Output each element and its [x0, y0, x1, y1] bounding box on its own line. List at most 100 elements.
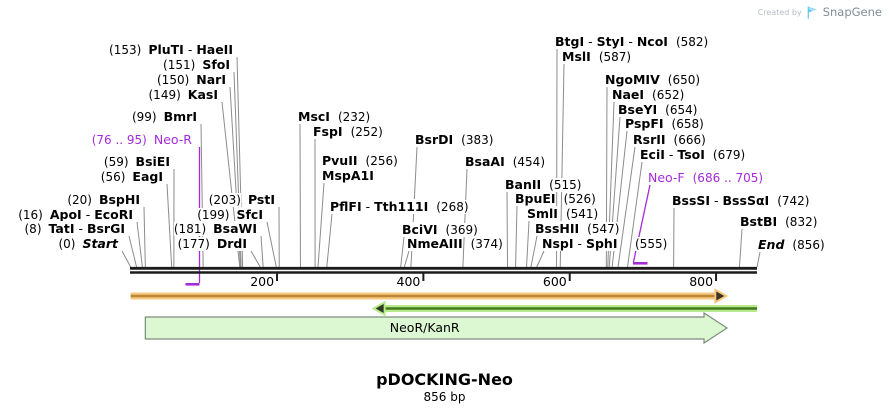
site-name: PluTI - HaeII: [148, 42, 233, 57]
leader-line: [738, 228, 743, 268]
site-label-psti: (203) PstI: [208, 192, 275, 207]
site-position: (203): [208, 193, 241, 207]
site-position: (268): [436, 200, 469, 214]
leader-line: [506, 191, 509, 268]
site-name: NgoMIV: [605, 72, 660, 87]
site-name: EagI: [132, 169, 163, 184]
leader-line: [403, 250, 410, 268]
site-position: (547): [587, 222, 620, 236]
orf-arrowhead-forward: [714, 288, 729, 304]
site-name: BanII: [505, 177, 542, 192]
site-position: (16): [18, 208, 43, 222]
site-position: (666): [673, 133, 706, 147]
site-name: SfoI: [202, 57, 230, 72]
site-name: BciVI: [402, 222, 438, 237]
site-position: (59): [103, 155, 129, 169]
leader-line: [136, 221, 143, 268]
site-name: PstI: [247, 192, 275, 207]
leader-line: [166, 183, 173, 268]
site-label-bmri: (99) BmrI: [131, 109, 197, 124]
site-label-naei: NaeI(652): [612, 87, 685, 102]
site-name: NarI: [196, 72, 226, 87]
site-name: PspFI: [625, 116, 664, 131]
leader-line: [250, 250, 261, 268]
leader-line: [143, 206, 146, 268]
site-label-bsawi: (181)BsaWI: [173, 221, 257, 236]
orf-arrowhead-reverse: [371, 300, 386, 317]
axis-tick-label: 400: [396, 274, 421, 289]
leader-line: [617, 146, 636, 268]
site-position: (199): [197, 208, 230, 222]
leader-line: [121, 250, 132, 268]
site-name: BsrDI: [415, 132, 454, 147]
site-position: (232): [337, 110, 371, 124]
site-position: (99): [131, 110, 157, 124]
site-label-bcivi: BciVI (369): [402, 222, 478, 237]
site-name: End: [758, 237, 785, 252]
watermark-created-by-text: Created by: [757, 7, 802, 17]
watermark-brand-text: SnapGene: [822, 5, 882, 19]
leader-line: [530, 235, 538, 268]
site-name: FspI: [313, 124, 343, 139]
leader-line: [462, 168, 468, 268]
site-position: (76 .. 95): [91, 133, 147, 147]
axis-tick-label: 200: [250, 274, 275, 289]
site-label-bsshii: BssHII (547): [535, 221, 620, 236]
site-name: DrdI: [216, 236, 247, 251]
site-name: BssSI - BssSαI: [672, 193, 770, 208]
site-position: (0): [58, 237, 76, 251]
site-label-neo-f: Neo-F(686 .. 705): [648, 170, 764, 185]
leader-line: [266, 221, 277, 268]
site-name: BssHII: [535, 221, 580, 236]
site-position: (369): [445, 223, 478, 237]
site-position: (582): [675, 35, 709, 49]
site-position: (515): [549, 178, 582, 192]
site-name: Neo-R: [153, 132, 192, 147]
site-name: SfcI: [236, 207, 263, 222]
leader-line: [317, 182, 325, 268]
site-position: (56): [100, 170, 126, 184]
site-name: ApoI - EcoRI: [49, 207, 133, 222]
site-label-bsphi: (20)BspHI: [67, 192, 140, 207]
site-name: BseYI: [618, 102, 658, 117]
snapgene-logo-icon: [807, 6, 817, 19]
site-name: SmlI: [527, 206, 558, 221]
leader-line: [526, 220, 530, 268]
site-name: BmrI: [163, 109, 197, 124]
site-label-pflfi-tth111i: PflFI - Tth111I (268): [330, 199, 469, 214]
site-label-mspa1i: MspA1I: [322, 168, 374, 183]
site-label-bsssi-bsss-i: BssSI - BssSαI(742): [672, 193, 810, 208]
site-name: BsaAI: [465, 154, 505, 169]
leader-line: [515, 205, 518, 268]
site-name: MspA1I: [322, 168, 374, 183]
site-label-rsrii: RsrII(666): [633, 132, 706, 147]
site-label-sfci: (199) SfcI: [197, 207, 263, 222]
site-name: PflFI - Tth111I: [330, 199, 429, 214]
site-position: (679): [712, 148, 746, 162]
site-name: PvuII: [322, 153, 358, 168]
site-position: (650): [667, 73, 701, 87]
site-name: BstBI: [740, 214, 778, 229]
site-name: BsiEI: [135, 154, 170, 169]
site-position: (153): [109, 43, 142, 57]
site-label-bpuei: BpuEI(526): [515, 191, 596, 206]
leader-line: [260, 235, 264, 268]
plasmid-name: pDOCKING-Neo: [376, 370, 513, 389]
site-label-smli: SmlI(541): [527, 206, 599, 221]
site-label-drdi: (177)DrdI: [177, 236, 247, 251]
site-position: (654): [665, 103, 698, 117]
site-label-pluti-haeii: (153) PluTI - HaeII: [109, 42, 233, 57]
site-position: (374): [470, 237, 503, 251]
site-name: MslI: [562, 49, 591, 64]
site-position: (587): [598, 50, 632, 64]
site-label-banii: BanII (515): [505, 177, 582, 192]
leader-line: [326, 213, 333, 268]
site-name: BpuEI: [515, 191, 556, 206]
site-position: (555): [635, 237, 668, 251]
site-position: (652): [652, 88, 685, 102]
site-position-detached: (555): [635, 237, 668, 251]
site-label-ecii-tsoi: EciI - TsoI(679): [640, 147, 746, 162]
site-position: (832): [785, 215, 818, 229]
